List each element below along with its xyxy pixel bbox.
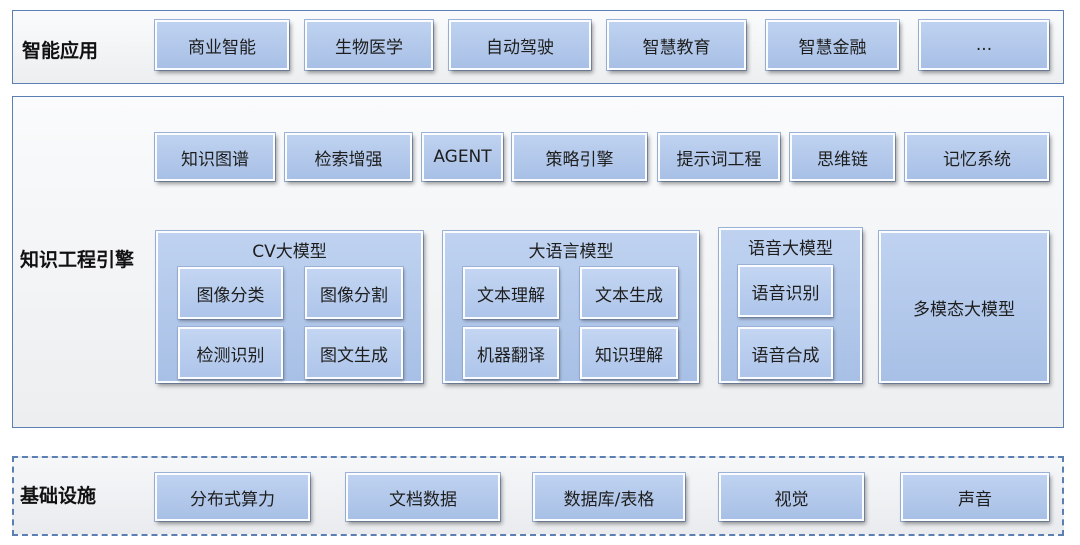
engine-item-agent: AGENT xyxy=(422,133,503,181)
app-item-more: ... xyxy=(919,20,1049,70)
speech-item-speech-synthesis: 语音合成 xyxy=(738,327,833,379)
infra-item-distributed-compute: 分布式算力 xyxy=(155,473,310,521)
engine-item-chain-of-thought: 思维链 xyxy=(790,133,895,181)
engine-item-retrieval-augmentation: 检索增强 xyxy=(285,133,412,181)
engine-item-prompt-engineering: 提示词工程 xyxy=(658,133,780,181)
llm-item-text-generation: 文本生成 xyxy=(580,267,678,319)
cv-item-detection-recognition: 检测识别 xyxy=(178,327,283,379)
cv-item-image-text-generation: 图文生成 xyxy=(305,327,403,379)
infra-item-database-table: 数据库/表格 xyxy=(533,473,685,521)
app-item-biomedicine: 生物医学 xyxy=(305,20,433,70)
infra-item-vision: 视觉 xyxy=(719,473,864,521)
app-item-smart-education: 智慧教育 xyxy=(607,20,746,70)
knowledge-engine-layer-title: 知识工程引擎 xyxy=(20,249,135,271)
engine-item-strategy-engine: 策略引擎 xyxy=(512,133,647,181)
engine-item-knowledge-graph: 知识图谱 xyxy=(155,133,275,181)
cv-item-image-segmentation: 图像分割 xyxy=(305,267,403,319)
engine-item-memory-system: 记忆系统 xyxy=(905,133,1049,181)
app-item-autonomous-driving: 自动驾驶 xyxy=(449,20,591,70)
infra-item-document-data: 文档数据 xyxy=(346,473,500,521)
app-item-business-intelligence: 商业智能 xyxy=(155,20,289,70)
llm-item-knowledge-understanding: 知识理解 xyxy=(580,327,678,379)
app-item-smart-finance: 智慧金融 xyxy=(766,20,899,70)
model-group-llm-title: 大语言模型 xyxy=(528,242,614,262)
application-layer-title: 智能应用 xyxy=(22,40,99,62)
infra-item-sound: 声音 xyxy=(901,473,1049,521)
cv-item-image-classification: 图像分类 xyxy=(178,267,283,319)
model-group-multimodal: 多模态大模型 xyxy=(879,231,1049,383)
speech-item-speech-recognition: 语音识别 xyxy=(738,265,833,317)
llm-item-machine-translation: 机器翻译 xyxy=(463,327,559,379)
model-group-speech-title: 语音大模型 xyxy=(748,239,833,259)
llm-item-text-understanding: 文本理解 xyxy=(463,267,559,319)
model-group-cv-title: CV大模型 xyxy=(252,242,327,262)
infrastructure-layer-title: 基础设施 xyxy=(20,485,97,507)
